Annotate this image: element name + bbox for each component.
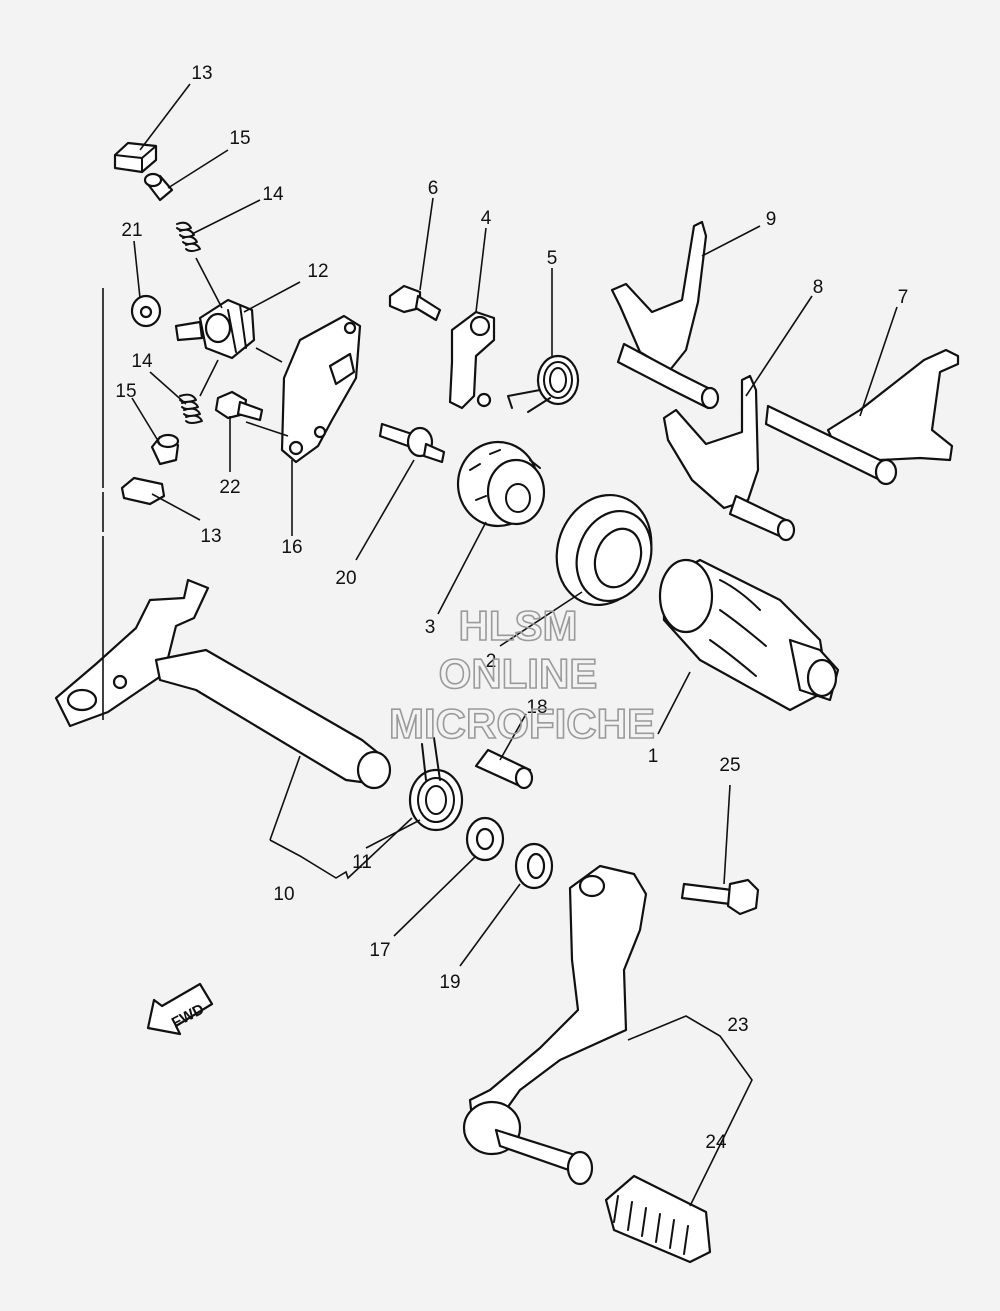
part-9-shift-fork bbox=[610, 220, 720, 410]
watermark-line-1: HLSM bbox=[459, 602, 578, 649]
callout-18: 18 bbox=[526, 697, 547, 718]
part-13-stopper-lower bbox=[120, 476, 166, 506]
callout-labels: 13 15 14 21 12 14 15 22 13 16 6 4 5 20 3… bbox=[115, 63, 908, 1153]
callout-20: 20 bbox=[335, 568, 356, 589]
callout-9: 9 bbox=[766, 209, 777, 230]
leader-lines bbox=[131, 83, 898, 1207]
part-14-spring-lower bbox=[179, 393, 203, 424]
callout-15-top: 15 bbox=[229, 128, 250, 149]
callout-16: 16 bbox=[281, 537, 302, 558]
callout-1: 1 bbox=[648, 746, 659, 767]
callout-8: 8 bbox=[813, 277, 824, 298]
callout-6: 6 bbox=[428, 178, 439, 199]
part-6-bolt bbox=[388, 284, 442, 322]
callout-11: 11 bbox=[352, 852, 372, 873]
callout-5: 5 bbox=[547, 248, 558, 269]
part-15-pin-top bbox=[143, 172, 174, 202]
part-14-spring-top bbox=[176, 221, 201, 252]
callout-3: 3 bbox=[425, 617, 436, 638]
part-8-shift-fork bbox=[662, 374, 796, 542]
part-25-bolt bbox=[680, 878, 760, 916]
callout-17: 17 bbox=[369, 940, 390, 961]
callout-14-lower: 14 bbox=[131, 351, 153, 372]
part-7-shift-fork bbox=[764, 348, 960, 486]
callout-22: 22 bbox=[219, 477, 240, 498]
callout-19: 19 bbox=[439, 972, 460, 993]
part-15-pin-lower bbox=[150, 433, 180, 466]
callout-25: 25 bbox=[719, 755, 740, 776]
callout-10: 10 bbox=[273, 884, 294, 905]
part-17-washer bbox=[465, 816, 505, 862]
part-19-oil-seal bbox=[514, 842, 554, 890]
callout-15-lower: 15 bbox=[115, 381, 136, 402]
part-18-collar bbox=[474, 748, 534, 790]
part-10-shift-shaft bbox=[54, 578, 392, 790]
watermark-line-2: ONLINE bbox=[439, 650, 598, 697]
callout-12: 12 bbox=[307, 261, 328, 282]
fwd-direction-arrow: FWD bbox=[146, 982, 214, 1036]
part-16-segment-plate bbox=[280, 314, 362, 464]
part-1-shift-cam bbox=[658, 558, 840, 712]
part-3-shift-segment bbox=[456, 440, 546, 528]
part-4-shift-lever bbox=[448, 310, 496, 410]
watermark: HLSM ONLINE MICROFICHE bbox=[388, 601, 656, 748]
callout-21: 21 bbox=[121, 220, 142, 241]
callout-24: 24 bbox=[705, 1132, 727, 1153]
part-2-bearing bbox=[555, 493, 653, 607]
part-11-return-spring bbox=[408, 737, 464, 832]
part-12-stopper-lever bbox=[174, 298, 256, 360]
part-24-pedal-rubber bbox=[604, 1174, 712, 1264]
callout-13-lower: 13 bbox=[200, 526, 221, 547]
callout-2: 2 bbox=[486, 651, 497, 672]
callout-13-top: 13 bbox=[191, 63, 212, 84]
part-13-stopper-top bbox=[113, 141, 158, 174]
callout-14-top: 14 bbox=[262, 184, 284, 205]
part-20-pin bbox=[378, 422, 446, 464]
part-5-torsion-spring bbox=[507, 354, 580, 413]
part-23-shift-pedal bbox=[462, 864, 648, 1186]
callout-23: 23 bbox=[727, 1015, 748, 1036]
callout-7: 7 bbox=[898, 287, 909, 308]
callout-4: 4 bbox=[481, 208, 492, 229]
watermark-line-3: MICROFICHE bbox=[389, 700, 655, 747]
part-21-washer bbox=[130, 294, 162, 328]
part-22-bolt bbox=[214, 390, 264, 422]
